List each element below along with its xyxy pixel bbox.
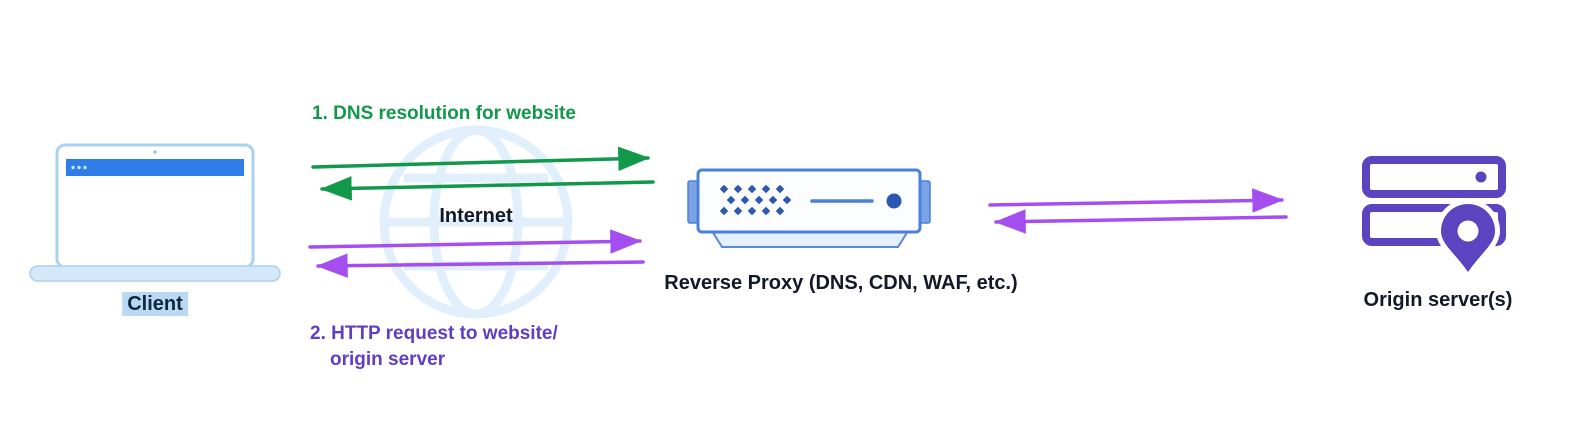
dns-annotation: 1. DNS resolution for website bbox=[312, 103, 576, 124]
dns-arrow-right bbox=[311, 146, 650, 172]
http-arrow-right bbox=[308, 229, 642, 254]
origin-servers-label: Origin server(s) bbox=[1363, 289, 1513, 311]
http-annotation-line1: 2. HTTP request to website/ bbox=[310, 323, 558, 344]
origin-servers-icon bbox=[1362, 156, 1506, 281]
http-arrow-left bbox=[316, 253, 645, 278]
dns-arrow-left bbox=[320, 176, 655, 201]
client-label: Client bbox=[122, 292, 188, 316]
reverse-proxy-icon bbox=[687, 168, 931, 248]
proxy-origin-arrow-left bbox=[994, 209, 1288, 234]
client-label-text: Client bbox=[122, 292, 188, 316]
internet-label: Internet bbox=[439, 205, 513, 227]
location-pin-icon bbox=[1435, 199, 1501, 281]
globe-icon bbox=[379, 125, 573, 319]
http-annotation: 2. HTTP request to website/ origin serve… bbox=[310, 321, 558, 373]
reverse-proxy-label: Reverse Proxy (DNS, CDN, WAF, etc.) bbox=[664, 272, 1018, 294]
laptop-icon bbox=[29, 143, 281, 282]
http-annotation-line2: origin server bbox=[330, 349, 446, 370]
proxy-origin-arrow-right bbox=[988, 188, 1284, 213]
